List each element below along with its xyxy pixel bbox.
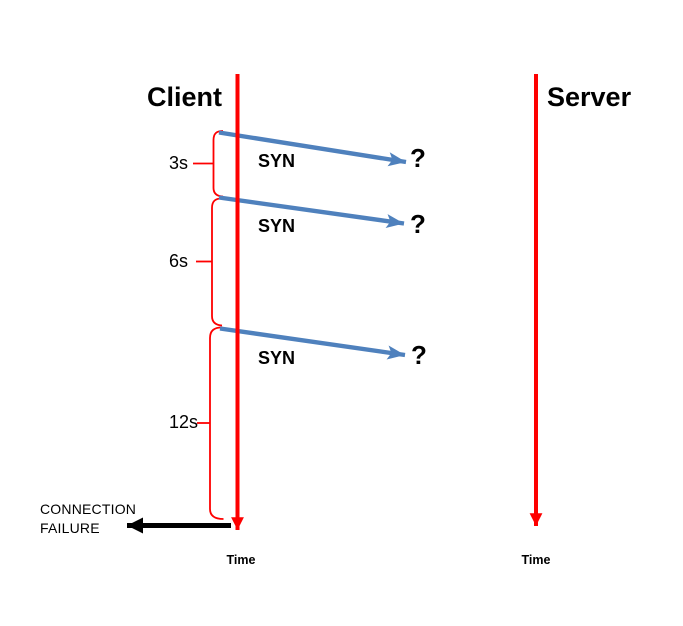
- brace-interval-6s: [211, 197, 223, 327]
- interval-label-6s: 6s: [168, 251, 188, 271]
- failure-label: CONNECTION FAILURE: [40, 500, 136, 538]
- failure-label-line2: FAILURE: [40, 520, 100, 536]
- syn-label-2: SYN: [258, 216, 296, 236]
- server-title: Server: [547, 82, 632, 112]
- no-response-mark-3: ?: [411, 340, 427, 370]
- syn-arrow-1: [218, 130, 407, 167]
- brace-interval-3s: [212, 130, 224, 198]
- syn-label-3: SYN: [258, 348, 296, 368]
- client-title: Client: [147, 82, 223, 112]
- syn-arrow-2: [218, 195, 405, 229]
- interval-label-12s: 12s: [168, 412, 198, 432]
- syn-arrow-3: [219, 326, 406, 360]
- interval-label-3s: 3s: [168, 153, 188, 173]
- failure-label-line1: CONNECTION: [40, 501, 137, 517]
- syn-label-1: SYN: [258, 151, 296, 171]
- no-response-mark-2: ?: [410, 209, 426, 239]
- client-time-axis-label: Time: [226, 553, 256, 567]
- brace-interval-12s: [209, 326, 224, 520]
- no-response-mark-1: ?: [410, 143, 426, 173]
- server-time-axis-label: Time: [521, 553, 551, 567]
